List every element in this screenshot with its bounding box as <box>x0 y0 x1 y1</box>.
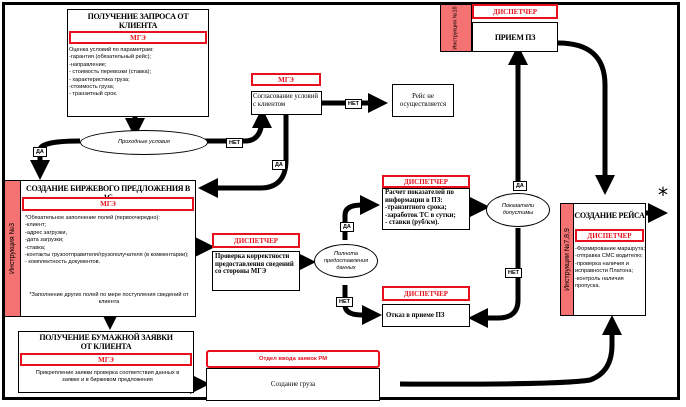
exchange-offer-role: МГЭ <box>22 197 194 211</box>
arrow-agree-yes <box>198 115 289 198</box>
paper-order-title: ПОЛУЧЕНИЕ БУМАЖНОЙ ЗАЯВКИ ОТ КЛИЕНТА <box>39 333 173 351</box>
reject-box: Отказ в приеме ПЗ <box>382 304 470 327</box>
accept-role: ДИСПЕТЧЕР <box>472 4 558 19</box>
calc-indicators-text: Расчет показателей по информации в ПЗ: -… <box>385 189 456 227</box>
agree-conditions-box: Согласование условий с клиентом <box>251 91 322 115</box>
trip-instruction-label: Инструкции №7,8,9 <box>564 228 571 291</box>
reject-text: Отказ в приеме ПЗ <box>386 311 445 319</box>
accept-instruction-side: Инструкция №18 <box>440 4 472 52</box>
indicators-ok-decision: Показатели допустимы <box>486 193 550 227</box>
arrow-conditions-no <box>205 108 272 144</box>
asterisk-mark: * <box>658 183 668 207</box>
paper-order-role: МГЭ <box>20 353 192 366</box>
tag-no: НЕТ <box>345 99 362 109</box>
create-trip-role: ДИСПЕТЧЕР <box>575 229 644 242</box>
tag-yes: ДА <box>272 160 286 170</box>
calc-indicators-box: Расчет показателей по информации в ПЗ: -… <box>382 188 470 230</box>
offer-instruction-label: Инструкция №3 <box>9 222 17 275</box>
exchange-offer-box: СОЗДАНИЕ БИРЖЕВОГО ПРЕДЛОЖЕНИЯ В 1С МГЭ … <box>20 180 196 317</box>
receive-request-box: ПОЛУЧЕНИЕ ЗАПРОСА ОТ КЛИЕНТА МГЭ Оценка … <box>67 9 209 117</box>
cargo-text: Создание груза <box>270 380 316 388</box>
exchange-offer-body: *Обязательное заполнение полей (первооче… <box>25 215 189 266</box>
check-data-box: Проверка корректности предоставления све… <box>212 251 300 291</box>
paper-order-box: ПОЛУЧЕНИЕ БУМАЖНОЙ ЗАЯВКИ ОТ КЛИЕНТА МГЭ… <box>18 331 194 393</box>
accept-text: ПРИЕМ ПЗ <box>494 32 536 42</box>
arrow-cargo-to-trip <box>399 315 622 387</box>
arrow-ok-no <box>468 228 521 328</box>
agree-conditions-text: Согласование условий с клиентом <box>253 93 319 108</box>
cargo-role: Отдел ввода заявок РМ <box>206 350 380 368</box>
exchange-offer-note: *Заполнение других полей по мере поступл… <box>29 292 189 306</box>
receive-request-title: ПОЛУЧЕНИЕ ЗАПРОСА ОТ КЛИЕНТА <box>87 12 189 30</box>
accept-instruction-label: Инструкция №18 <box>453 6 460 50</box>
calc-role: ДИСПЕТЧЕР <box>382 175 470 188</box>
pass-conditions-decision: Проходные условия <box>80 130 208 155</box>
reject-role: ДИСПЕТЧЕР <box>382 286 470 301</box>
no-trip-box: Рейс не осуществляется <box>392 84 454 117</box>
tag-no: НЕТ <box>505 268 522 278</box>
create-trip-box: СОЗДАНИЕ РЕЙСА ДИСПЕТЧЕР -Формирование м… <box>573 203 646 316</box>
tag-no: НЕТ <box>336 297 353 307</box>
no-trip-text: Рейс не осуществляется <box>399 92 447 108</box>
arrow-complete-yes <box>342 195 380 240</box>
accept-box: ПРИЕМ ПЗ <box>472 22 558 52</box>
tag-yes: ДА <box>513 181 527 191</box>
create-trip-title: СОЗДАНИЕ РЕЙСА <box>574 211 645 220</box>
receive-request-body: Оценка условий по параметрам: -гарантия … <box>69 47 154 98</box>
data-complete-decision: Полнота предоставления данных <box>314 244 378 278</box>
tag-no: НЕТ <box>226 138 243 148</box>
check-data-text: Проверка корректности предоставления све… <box>215 253 294 276</box>
agree-role: МГЭ <box>251 73 321 86</box>
tag-yes: ДА <box>340 222 354 232</box>
offer-instruction-side: Инструкция №3 <box>4 180 21 317</box>
paper-order-body: Прикрепление заявки проверка соответстви… <box>35 370 180 384</box>
tag-yes: ДА <box>33 147 47 157</box>
arrow-accept-to-trip <box>557 40 615 195</box>
create-trip-body: -Формирование маршрута; -отправка СМС во… <box>575 246 645 290</box>
check-role: ДИСПЕТЧЕР <box>212 233 300 248</box>
cargo-box: Создание груза <box>206 368 380 401</box>
receive-request-role: МГЭ <box>69 31 207 44</box>
